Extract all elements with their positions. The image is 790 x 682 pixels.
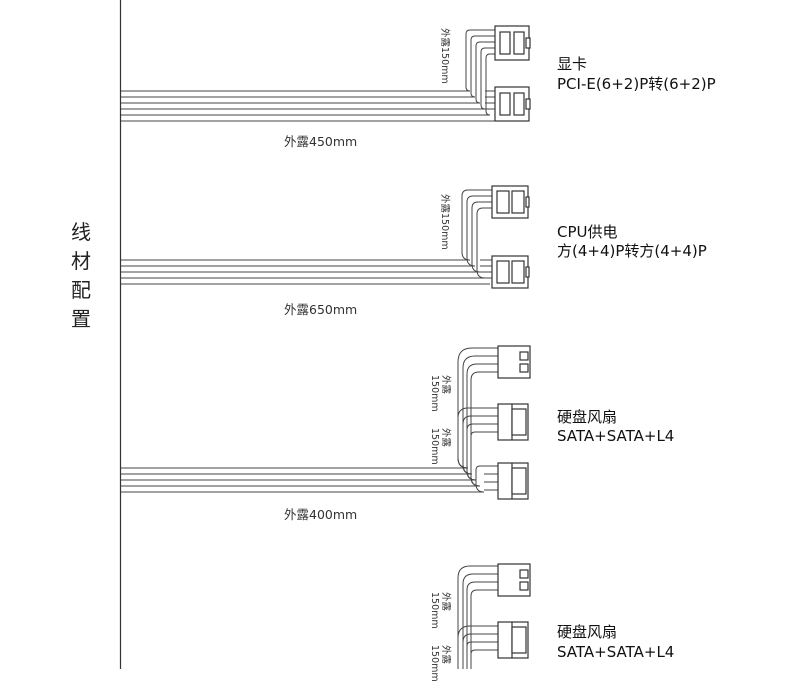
- sata1-branch-a-bottom: 150mm: [429, 375, 440, 412]
- sata-1-molex-connector: [497, 345, 531, 379]
- cpu-cable-name: CPU供电: [557, 223, 618, 241]
- section-title-char: 线: [71, 220, 91, 244]
- cpu-connector-bottom: [491, 255, 530, 289]
- cpu-cable-spec: 方(4+4)P转方(4+4)P: [557, 242, 707, 260]
- gpu-cable-length: 外露450mm: [284, 134, 358, 149]
- sata2-cable-name: 硬盘风扇: [557, 623, 618, 641]
- sata1-branch-b-bottom: 150mm: [429, 428, 440, 465]
- sata2-cable-spec: SATA+SATA+L4: [557, 643, 675, 661]
- gpu-cable-name: 显卡: [557, 55, 588, 73]
- section-title-char: 配: [71, 278, 91, 302]
- sata1-cable-length: 外露400mm: [284, 507, 358, 522]
- section-title-char: 置: [71, 307, 91, 331]
- cpu-cable-length: 外露650mm: [284, 302, 358, 317]
- sata-2-connector-a: [497, 621, 529, 659]
- cable-sata-2: [457, 565, 498, 669]
- sata2-branch-a-top: 外露: [440, 592, 451, 612]
- sata-2-molex-connector: [497, 563, 531, 597]
- sata1-cable-spec: SATA+SATA+L4: [557, 427, 675, 445]
- sata1-branch-a-top: 外露: [440, 375, 451, 395]
- gpu-connector-top: [494, 25, 531, 61]
- sata2-branch-b-bottom: 150mm: [429, 645, 440, 682]
- section-title: 线 材 配 置: [66, 218, 96, 334]
- sata2-branch-b-top: 外露: [440, 645, 451, 665]
- sata-1-connector-b: [497, 462, 529, 500]
- gpu-cable-spec: PCI-E(6+2)P转(6+2)P: [557, 75, 716, 93]
- gpu-branch-length: 外露150mm: [439, 28, 450, 84]
- cable-sata-1: [121, 347, 498, 493]
- cable-cpu: [121, 189, 492, 285]
- section-title-char: 材: [71, 249, 91, 273]
- cpu-branch-length: 外露150mm: [439, 194, 450, 250]
- sata-1-connector-a: [497, 403, 529, 441]
- sata1-cable-name: 硬盘风扇: [557, 408, 618, 426]
- cable-gpu: [121, 29, 495, 122]
- sata2-branch-a-bottom: 150mm: [429, 592, 440, 629]
- gpu-connector-bottom: [494, 86, 531, 122]
- sata1-branch-b-top: 外露: [440, 428, 451, 448]
- cpu-connector-top: [491, 185, 530, 219]
